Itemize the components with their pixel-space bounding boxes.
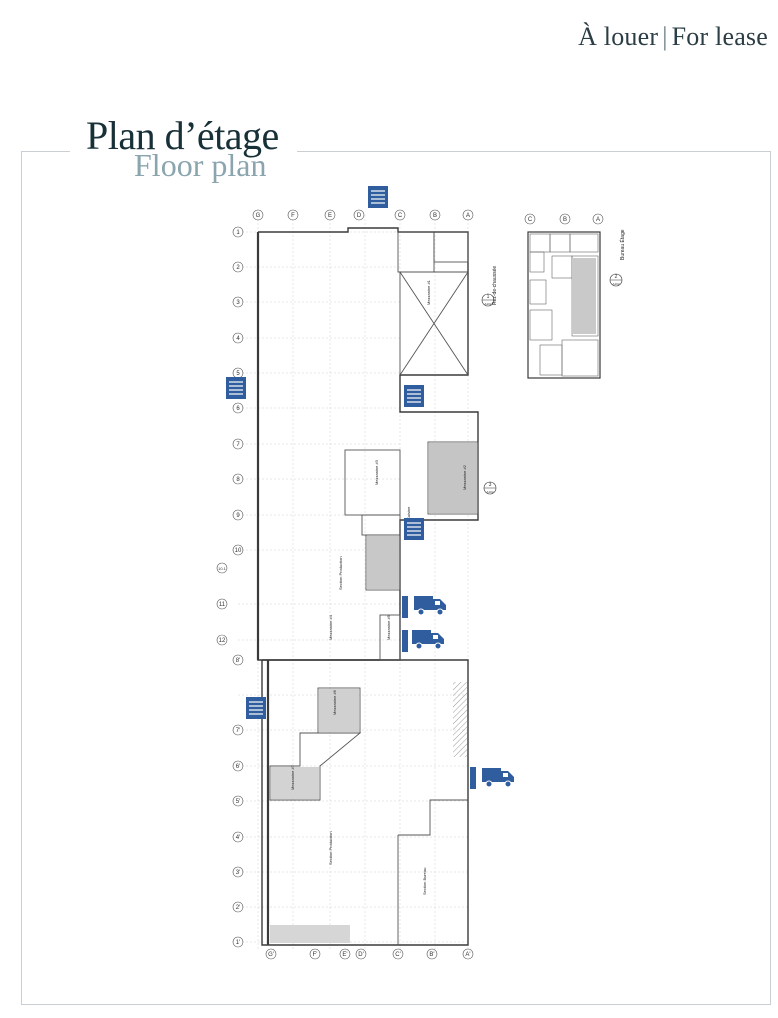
title-english: Floor plan bbox=[134, 147, 267, 183]
row-label: 3 bbox=[236, 300, 240, 306]
label-cuisine: Cuisine bbox=[406, 506, 411, 520]
dock-door-icon bbox=[245, 696, 267, 720]
header-separator: | bbox=[662, 22, 668, 51]
col-top-label: D bbox=[357, 213, 362, 219]
row-label: 4' bbox=[236, 835, 240, 841]
plan-frame bbox=[21, 151, 771, 1005]
dock-door-marker bbox=[402, 630, 408, 652]
label-mezzanine-3: Mezzanine #3 bbox=[374, 459, 379, 485]
label-mezzanine-4: Mezzanine #4 bbox=[328, 614, 333, 640]
col-top-label: E bbox=[328, 213, 332, 219]
dock-door-icon bbox=[367, 185, 389, 209]
dock-door-icon bbox=[225, 376, 247, 400]
col-bottom-label: A' bbox=[465, 952, 470, 958]
label-rez-de-chaussee: Rez-de-chaussée bbox=[492, 266, 498, 305]
row-label: 6' bbox=[236, 764, 240, 770]
truck-icon bbox=[411, 629, 445, 650]
inset-col-label: B bbox=[563, 217, 567, 223]
row-label: 10.1 bbox=[218, 566, 227, 571]
row-label: 2' bbox=[236, 905, 240, 911]
dock-door-marker bbox=[402, 596, 408, 618]
truck-icon bbox=[413, 595, 447, 616]
col-top-label: B bbox=[433, 213, 437, 219]
listing-header: À louer|For lease bbox=[578, 22, 768, 52]
dock-door-icon bbox=[403, 384, 425, 408]
row-label: 8' bbox=[236, 658, 240, 664]
label-section-bureau: Section Bureau bbox=[422, 868, 427, 895]
col-bottom-label: G' bbox=[268, 952, 274, 958]
row-label: 11 bbox=[219, 602, 226, 608]
inset-col-label: C bbox=[528, 217, 533, 223]
col-top-label: G bbox=[256, 213, 261, 219]
col-bottom-label: C' bbox=[395, 952, 400, 958]
truck-icon bbox=[481, 767, 515, 788]
label-mezzanine-5: Mezzanine #5 bbox=[386, 614, 391, 640]
inset-col-label: A bbox=[596, 217, 600, 223]
row-label: 3' bbox=[236, 870, 240, 876]
sheet-ref: A102 bbox=[486, 490, 493, 494]
row-label: 1 bbox=[236, 230, 240, 236]
for-rent-fr: À louer bbox=[578, 22, 659, 51]
col-top-label: C bbox=[398, 213, 403, 219]
label-mezzanine-7: Mezzanine #7 bbox=[290, 764, 295, 790]
col-top-label: A bbox=[466, 213, 470, 219]
dock-door-marker bbox=[470, 767, 476, 789]
label-mezzanine-6: Mezzanine #6 bbox=[332, 689, 337, 715]
sheet-ref: A102 bbox=[484, 302, 491, 306]
col-bottom-label: B' bbox=[429, 952, 434, 958]
column-label bbox=[252, 209, 474, 221]
shaded-areas bbox=[270, 443, 477, 943]
label-section-production-2: Section Production bbox=[328, 831, 333, 865]
row-label: 10 bbox=[235, 548, 242, 554]
grid-lines bbox=[238, 215, 469, 950]
row-label: 7 bbox=[236, 442, 240, 448]
label-section-production-1: Section Production bbox=[338, 556, 343, 590]
col-bottom-label: E' bbox=[342, 952, 347, 958]
interior-walls bbox=[269, 231, 479, 945]
col-top-label: F bbox=[291, 213, 295, 219]
title-block: Plan d’étage Floor plan bbox=[70, 113, 297, 183]
upper-floor-inset bbox=[527, 231, 601, 379]
row-label: 7' bbox=[236, 728, 240, 734]
row-label: 4 bbox=[236, 336, 240, 342]
title-french: Plan d’étage bbox=[86, 113, 279, 158]
row-label: 1' bbox=[236, 940, 240, 946]
row-label: 2 bbox=[236, 265, 240, 271]
section-tag: 3 bbox=[489, 482, 492, 488]
row-label: 9 bbox=[236, 513, 240, 519]
row-label: 6 bbox=[236, 406, 240, 412]
section-tag: 2 bbox=[615, 274, 618, 280]
label-mezzanine-2: Mezzanine #2 bbox=[462, 464, 467, 490]
row-label: 8 bbox=[236, 477, 240, 483]
row-label: 5' bbox=[236, 799, 240, 805]
dock-door-icon bbox=[403, 517, 425, 541]
col-bottom-label: F' bbox=[313, 952, 318, 958]
row-label: 12 bbox=[219, 638, 226, 644]
sheet-ref: A102 bbox=[612, 282, 619, 286]
label-mezzanine-1: Mezzanine #1 bbox=[426, 279, 431, 305]
for-lease-en: For lease bbox=[671, 22, 768, 51]
row-label: 5 bbox=[236, 371, 240, 377]
section-tag: 1 bbox=[487, 294, 490, 300]
label-bureau-etage: Bureau Étage bbox=[619, 229, 626, 260]
col-bottom-label: D' bbox=[358, 952, 363, 958]
dock-markers bbox=[225, 185, 515, 789]
